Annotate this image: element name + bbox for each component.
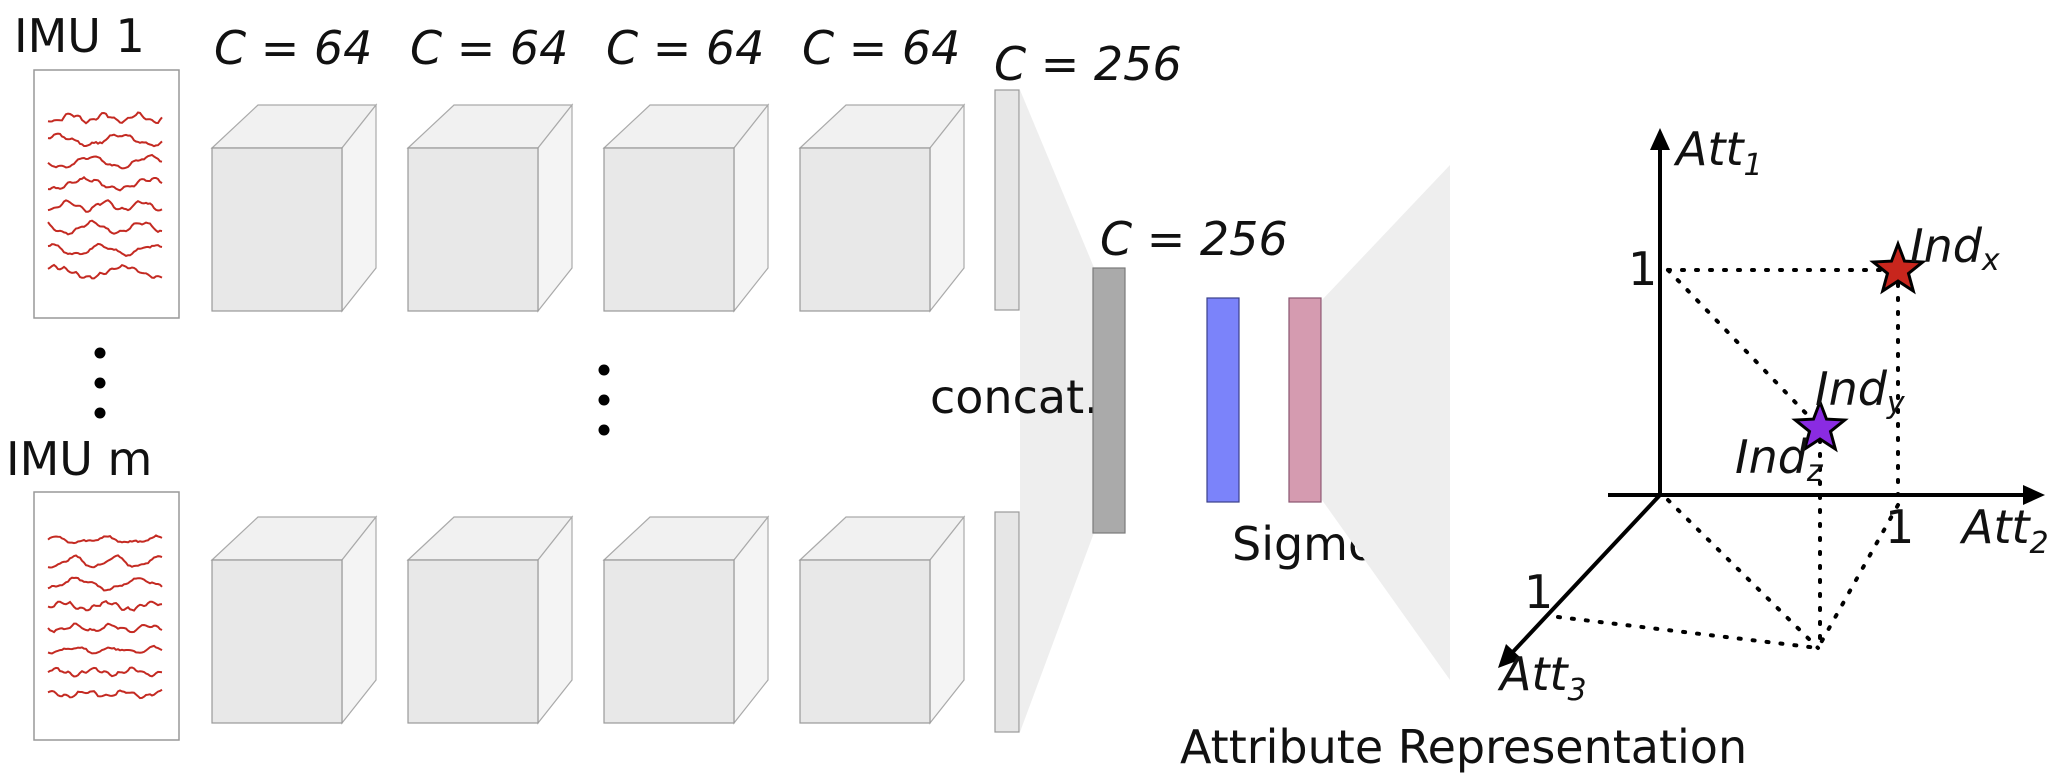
imu-signal-line — [47, 263, 163, 280]
imu-signal-line — [47, 534, 163, 545]
attribute-plot: 1 1 1 Att1 Att2 Att3 Indx Indy Indz — [1497, 122, 2049, 708]
concat-input-channel-label: C = 256 — [994, 37, 1182, 91]
att1-tick: 1 — [1628, 242, 1657, 296]
sigmoid-layer — [1288, 297, 1322, 503]
imu-signal-line — [47, 600, 163, 612]
conv-block — [210, 515, 378, 725]
guide-lines — [1556, 268, 1900, 650]
conv-block — [210, 103, 378, 313]
att3-axis — [1508, 493, 1662, 657]
imu-ellipsis-dot — [94, 377, 106, 389]
imu-m-panel — [33, 491, 180, 741]
att2-axis-label: Att2 — [1959, 500, 2049, 561]
conv-block — [602, 515, 770, 725]
layer-ellipsis-dot — [598, 364, 610, 376]
ind-x-label: Indx — [1910, 219, 2000, 278]
conv-block — [798, 515, 966, 725]
conv-block — [406, 103, 574, 313]
imu-ellipsis-dot — [94, 347, 106, 359]
concat-fan — [1020, 90, 1095, 732]
imu-signal-line — [47, 576, 163, 592]
arrow-icon — [1650, 128, 1670, 150]
imu-1-label: IMU 1 — [14, 9, 145, 63]
fc-channel-label: C = 256 — [1100, 212, 1288, 266]
imu-signal-line — [47, 175, 163, 192]
conv-block — [798, 103, 966, 313]
ind-y-label: Indy — [1815, 362, 1906, 421]
imu-signal-line — [47, 199, 163, 213]
imu-signal-line — [47, 219, 163, 236]
conv-channel-label: C = 64 — [410, 21, 568, 75]
ind-z-label: Indz — [1735, 430, 1824, 489]
conv-channel-label: C = 64 — [606, 21, 764, 75]
conv-channel-label: C = 64 — [802, 21, 960, 75]
att2-tick: 1 — [1885, 500, 1914, 554]
imu-ellipsis-dot — [94, 407, 106, 419]
imu-m-label: IMU m — [6, 432, 152, 486]
fc-layer — [1206, 297, 1240, 503]
arrow-icon — [2023, 485, 2045, 505]
concat-label: concat. — [930, 370, 1099, 424]
ind-x-star-icon — [1869, 239, 1927, 295]
att1-axis-label: Att1 — [1673, 122, 1763, 183]
imu-1-panel — [33, 69, 180, 319]
imu-m-signals — [47, 534, 163, 700]
imu-signal-line — [47, 242, 163, 257]
imu-signal-line — [47, 111, 163, 125]
imu-signal-line — [47, 153, 163, 170]
imu-signal-line — [47, 688, 163, 700]
arrow-icon — [1498, 644, 1522, 668]
conv-channel-label: C = 64 — [214, 21, 372, 75]
imu-1-feature-vector — [994, 89, 1020, 311]
imu-1-signals — [47, 111, 163, 280]
layer-ellipsis-dot — [598, 394, 610, 406]
output-fan — [1322, 165, 1450, 680]
layer-ellipsis-dot — [598, 424, 610, 436]
ind-y-star-icon — [1791, 397, 1849, 453]
att3-axis-label: Att3 — [1497, 647, 1587, 708]
conv-block — [406, 515, 574, 725]
conv-block — [602, 103, 770, 313]
imu-m-feature-vector — [994, 511, 1020, 733]
imu-signal-line — [47, 666, 163, 678]
concat-vector — [1092, 267, 1126, 534]
imu-signal-line — [47, 554, 163, 569]
imu-signal-line — [47, 622, 163, 634]
att3-tick: 1 — [1524, 565, 1553, 619]
attribute-plot-caption: Attribute Representation — [1180, 720, 1747, 774]
imu-signal-line — [47, 644, 163, 655]
imu-signal-line — [47, 132, 163, 148]
